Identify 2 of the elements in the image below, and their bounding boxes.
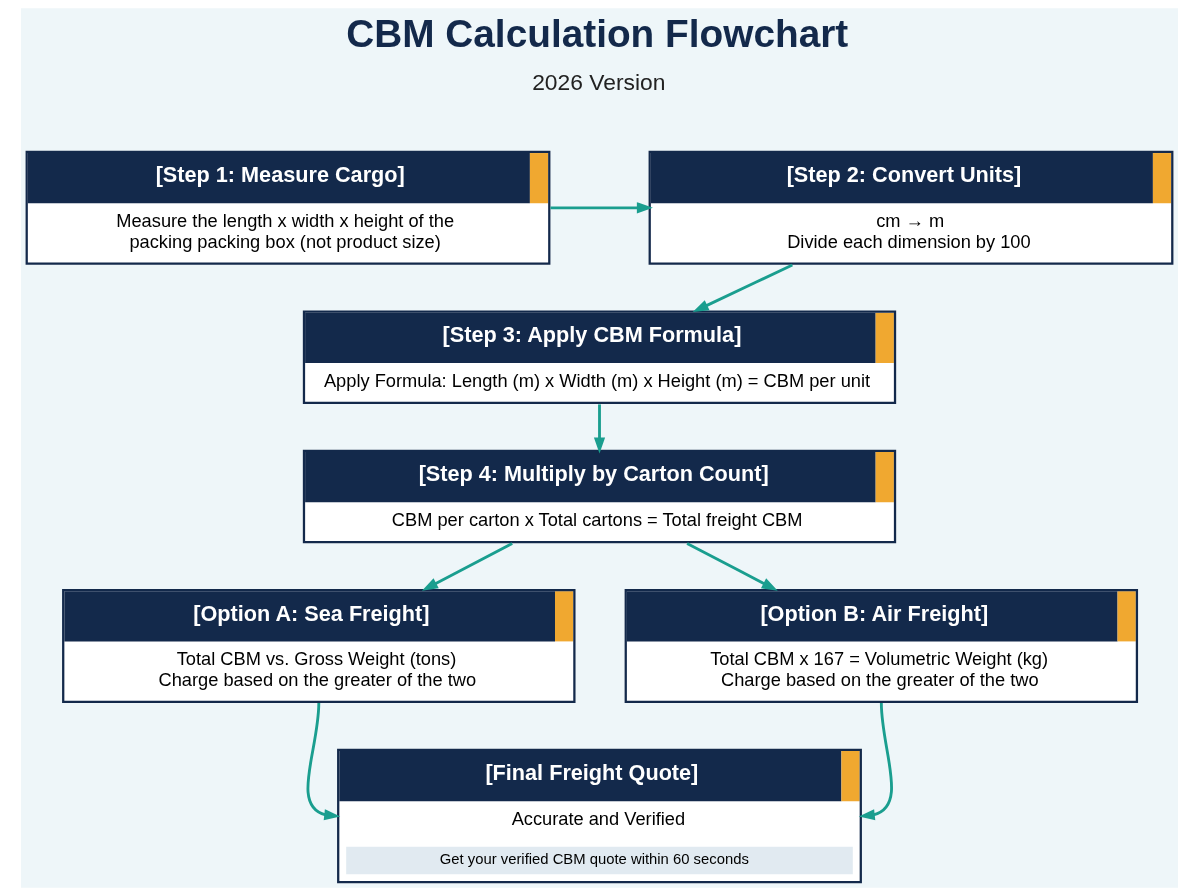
diagram-title: CBM Calculation Flowchart (346, 12, 849, 56)
label: 2026 Version (532, 69, 666, 96)
